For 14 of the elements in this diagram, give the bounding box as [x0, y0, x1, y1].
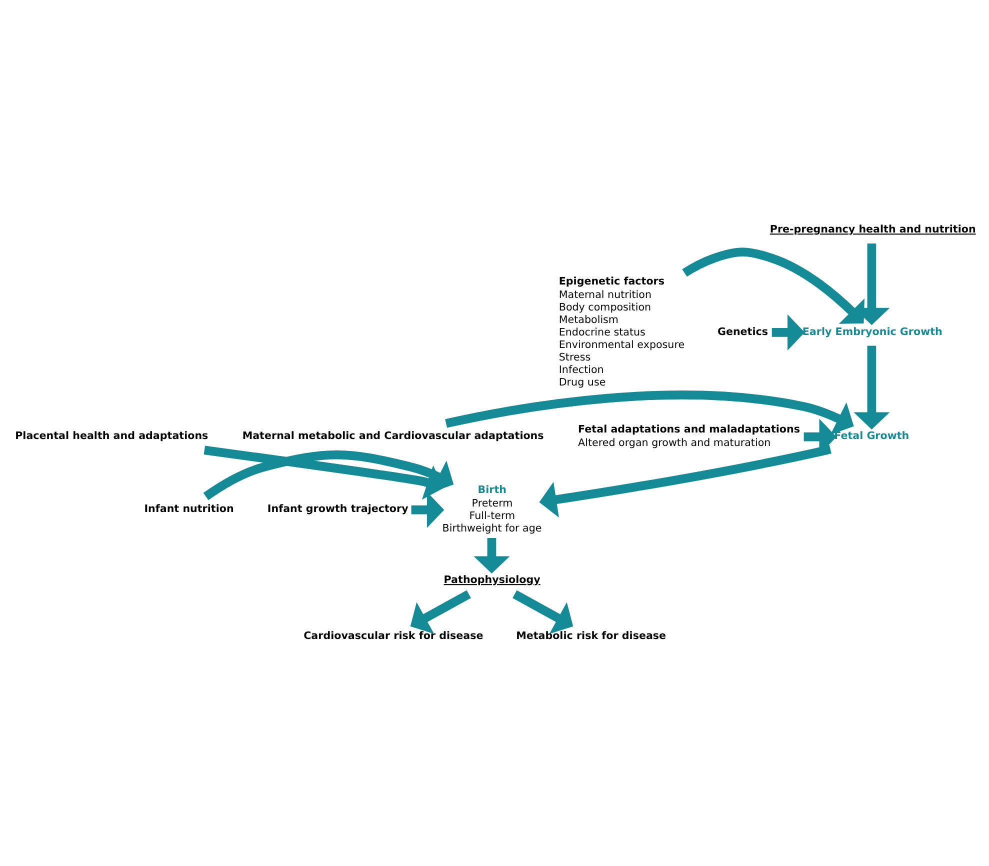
- node-text: Cardiovascular risk for disease: [304, 630, 484, 642]
- node-text: Fetal Growth: [834, 430, 910, 442]
- node-text: Epigenetic factors Maternal nutrition Body composition Metabolism Endocrine status Environmental exposure Stress Infection Drug use: [558, 275, 685, 388]
- node-text: Infant growth trajectory: [267, 502, 408, 515]
- node-text: Pathophysiology: [444, 574, 540, 586]
- node-text: Placental health and adaptations: [15, 430, 208, 442]
- node-text: Fetal adaptations and maladaptations Altered organ growth and maturation: [578, 423, 800, 448]
- node-text: Metabolic risk for disease: [516, 630, 666, 642]
- node-text: Birth Preterm Full-term Birthweight for age: [442, 484, 542, 534]
- node-text: Pre-pregnancy health and nutrition: [770, 223, 976, 236]
- node-text: Genetics: [718, 325, 768, 338]
- node-text: Maternal metabolic and Cardiovascular adaptations: [242, 430, 544, 442]
- node-text: Infant nutrition: [144, 502, 234, 515]
- node-text: Early Embryonic Growth: [802, 325, 942, 338]
